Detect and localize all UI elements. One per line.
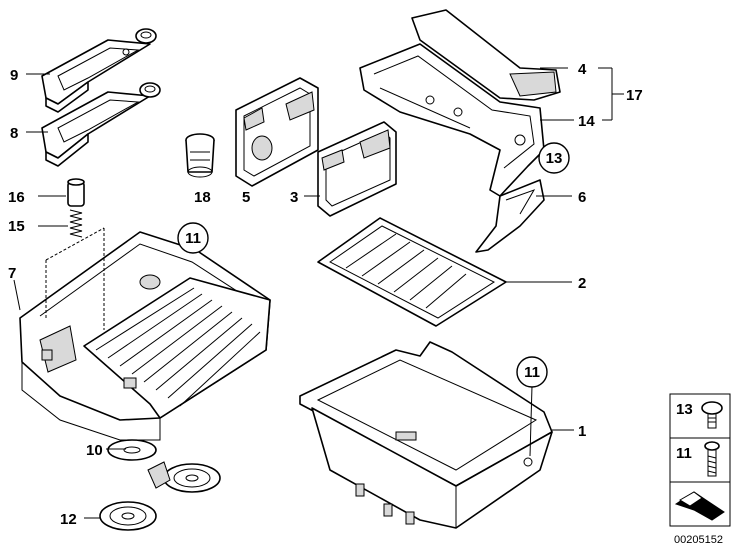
document-number: 00205152 <box>674 534 723 546</box>
callout-18: 18 <box>194 189 211 206</box>
part-9-tray <box>41 28 157 113</box>
part-12-discs <box>99 461 221 531</box>
part-18-socket <box>185 133 215 178</box>
callout-17: 17 <box>626 87 643 104</box>
legend-cell-13 <box>669 393 731 439</box>
part-2-mat <box>317 217 507 327</box>
part-5-panel <box>235 77 319 187</box>
callout-9: 9 <box>10 67 18 84</box>
callout-11-lower: 11 <box>524 364 540 381</box>
callout-circle-11-lower <box>516 356 548 388</box>
callout-3: 3 <box>290 189 298 206</box>
part-3-panel <box>317 121 397 217</box>
part-1-storage-box <box>299 341 553 529</box>
callout-11-upper: 11 <box>185 230 201 247</box>
screw-head-icon <box>701 401 723 429</box>
part-group-symbol-icon <box>674 491 725 521</box>
fastener-legend: 13 11 00205152 <box>669 393 731 546</box>
callout-10: 10 <box>86 442 103 459</box>
callout-12: 12 <box>60 511 77 528</box>
part-15-spring <box>69 209 83 238</box>
part-8-tray <box>41 82 161 167</box>
part-4-14-console-frame <box>359 9 561 197</box>
legend-label-11: 11 <box>676 445 692 462</box>
part-16-cap <box>67 178 85 207</box>
callout-7: 7 <box>8 265 16 282</box>
callout-circle-11-upper <box>177 222 209 254</box>
part-7-console-body <box>19 231 271 441</box>
part-10-disc <box>107 439 157 461</box>
callout-labels: 9 8 16 15 7 18 5 3 4 17 14 6 2 1 10 12 1… <box>8 61 643 528</box>
callout-15: 15 <box>8 218 25 235</box>
callout-13: 13 <box>546 150 563 167</box>
bolt-icon <box>704 441 720 477</box>
legend-label-13: 13 <box>676 401 693 418</box>
callout-2: 2 <box>578 275 586 292</box>
callout-5: 5 <box>242 189 250 206</box>
part-6-bracket <box>475 179 545 253</box>
callout-16: 16 <box>8 189 25 206</box>
callout-circle-13 <box>538 142 570 174</box>
callout-1: 1 <box>578 423 586 440</box>
callout-14: 14 <box>578 113 595 130</box>
callout-6: 6 <box>578 189 586 206</box>
callout-4: 4 <box>578 61 587 78</box>
leader-lines <box>13 67 624 519</box>
callout-8: 8 <box>10 125 18 142</box>
